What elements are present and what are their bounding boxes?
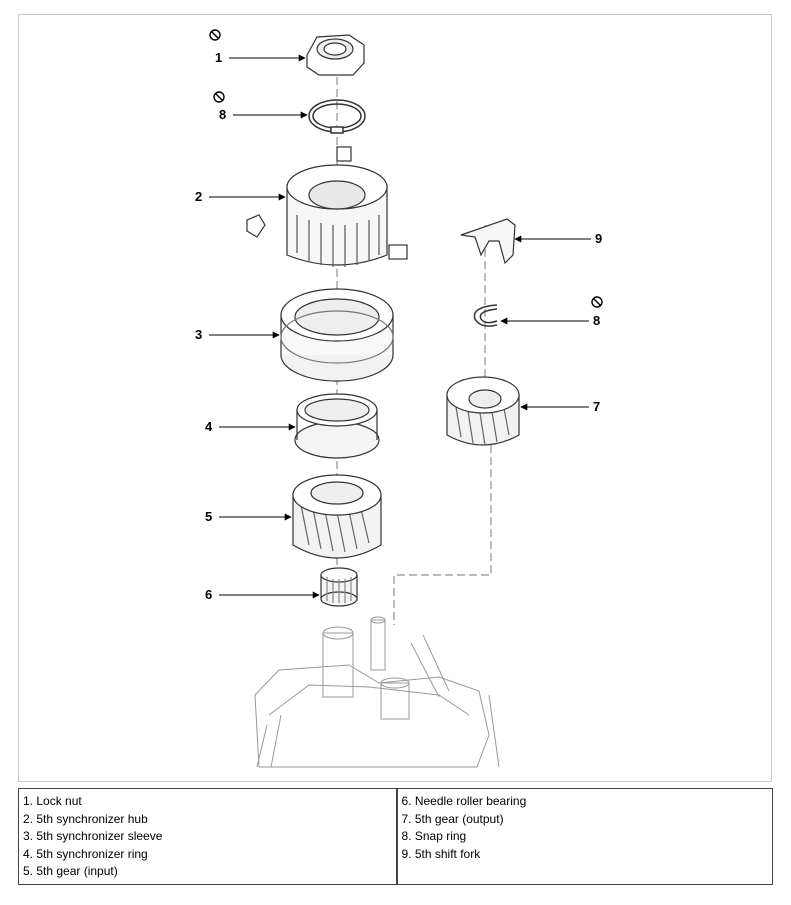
legend-item: 3. 5th synchronizer sleeve <box>23 829 163 843</box>
callout-3: 3 <box>195 327 202 342</box>
legend-item: 2. 5th synchronizer hub <box>23 811 148 826</box>
legend-item: 5. 5th gear (input) <box>23 864 118 878</box>
synchronizer-ring <box>294 393 380 459</box>
legend-item: 9. 5th shift fork <box>401 846 481 861</box>
fifth-gear-input <box>292 474 382 559</box>
replace-marker-icon <box>591 296 603 308</box>
lock-nut <box>306 34 365 76</box>
needle-roller-bearing <box>320 567 358 607</box>
callout-6: 6 <box>205 587 212 602</box>
callout-1: 1 <box>215 50 222 65</box>
assembly-path-output <box>393 445 492 625</box>
legend-item: 8. Snap ring <box>401 829 467 843</box>
callout-8-right: 8 <box>593 313 600 328</box>
snap-ring-right <box>473 304 498 327</box>
legend-item: 6. Needle roller bearing <box>401 794 527 808</box>
fifth-gear-output <box>446 376 520 446</box>
legend-column-left: 1. Lock nut 2. 5th synchronizer hub 3. 5… <box>19 789 396 884</box>
shift-fork <box>460 218 516 265</box>
callout-8-top: 8 <box>219 107 226 122</box>
diagram-svg: 1 8 2 3 4 5 6 9 8 7 <box>195 29 603 768</box>
callout-4: 4 <box>205 419 213 434</box>
synchronizer-sleeve <box>280 288 394 382</box>
callout-2: 2 <box>195 189 202 204</box>
replace-marker-icon <box>213 91 225 103</box>
legend-column-right: 6. Needle roller bearing 7. 5th gear (ou… <box>395 789 773 884</box>
legend-item: 1. Lock nut <box>23 794 82 808</box>
legend-item: 4. 5th synchronizer ring <box>23 846 148 861</box>
callout-leaders <box>209 54 591 599</box>
replace-marker-icon <box>209 29 221 41</box>
transmission-case <box>254 616 500 768</box>
legend-item: 7. 5th gear (output) <box>401 811 504 826</box>
callout-9: 9 <box>595 231 602 246</box>
exploded-diagram: 1 8 2 3 4 5 6 9 8 7 <box>18 14 772 782</box>
callout-7: 7 <box>593 399 600 414</box>
parts-legend: 1. Lock nut 2. 5th synchronizer hub 3. 5… <box>18 788 773 885</box>
synchronizer-hub <box>246 146 408 267</box>
snap-ring-top <box>308 99 366 134</box>
callout-5: 5 <box>205 509 212 524</box>
